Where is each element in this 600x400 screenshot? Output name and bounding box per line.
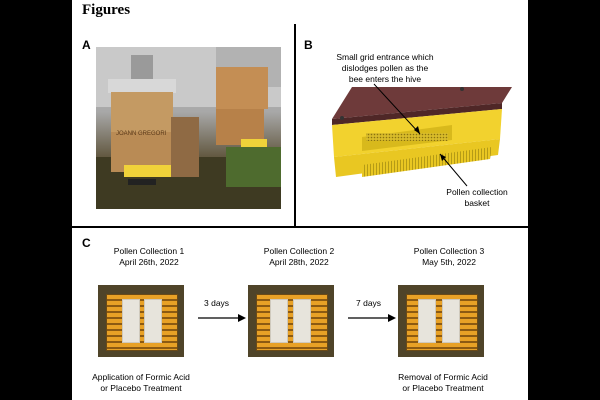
panel-c-letter: C (82, 236, 91, 250)
collection-2-heading: Pollen Collection 2 April 28th, 2022 (244, 246, 354, 268)
entrance-label-line-1: Small grid entrance which (336, 52, 434, 62)
pollen-trap-drawing (332, 87, 512, 177)
treatment-pad-2a (270, 299, 288, 343)
svg-text:JOANN GREGORI: JOANN GREGORI (116, 131, 167, 137)
treatment-application-caption: Application of Formic Acid or Placebo Tr… (76, 372, 206, 394)
treatment-removal-caption: Removal of Formic Acid or Placebo Treatm… (378, 372, 508, 394)
interval-1-label: 3 days (204, 298, 230, 308)
hive-frames-photo-3 (398, 285, 484, 357)
basket-pointer-arrow (439, 153, 468, 187)
treatment-pad-2b (293, 299, 311, 343)
treatment-pad-1a (122, 299, 140, 343)
hive-frames-2 (256, 294, 328, 351)
treatment-pad-3b (442, 299, 460, 343)
figure-title: Figures (82, 2, 131, 18)
basket-label: Pollen collection basket (432, 187, 522, 209)
collection-3-title: Pollen Collection 3 (413, 246, 485, 256)
pollen-trap-illustration (322, 85, 517, 185)
application-caption-line-2: or Placebo Treatment (100, 383, 182, 393)
panel-a-beehive-photo: JOANN GREGORI (96, 47, 281, 209)
hive-frames-photo-2 (248, 285, 334, 357)
panel-b-letter: B (304, 38, 313, 52)
basket-label-line-1: Pollen collection (446, 187, 508, 197)
beehive-photo-drawing: JOANN GREGORI (96, 47, 281, 209)
interval-2-label: 7 days (356, 298, 382, 308)
collection-1-title: Pollen Collection 1 (113, 246, 185, 256)
interval-1-arrow (198, 314, 246, 322)
interval-2-arrow (348, 314, 396, 322)
figure-page: Figures A JOANN GREGORI B Small grid ent… (72, 0, 528, 400)
basket-label-line-2: basket (464, 198, 490, 208)
collection-2-title: Pollen Collection 2 (263, 246, 335, 256)
hive-frames-1 (106, 294, 178, 351)
removal-caption-line-1: Removal of Formic Acid (398, 372, 488, 382)
entrance-label-line-2: dislodges pollen as the (341, 63, 429, 73)
collection-3-date: May 5th, 2022 (422, 257, 476, 267)
collection-1-date: April 26th, 2022 (119, 257, 179, 267)
panel-divider-horizontal (72, 226, 528, 228)
entrance-pointer-arrow (373, 83, 421, 135)
entrance-label-line-3: bee enters the hive (348, 74, 422, 84)
treatment-pad-3a (418, 299, 436, 343)
panel-divider-vertical (294, 24, 296, 227)
entrance-label: Small grid entrance which dislodges poll… (310, 52, 460, 85)
treatment-pad-1b (144, 299, 162, 343)
collection-1-heading: Pollen Collection 1 April 26th, 2022 (94, 246, 204, 268)
panel-a-letter: A (82, 38, 91, 52)
collection-2-date: April 28th, 2022 (269, 257, 329, 267)
collection-3-heading: Pollen Collection 3 May 5th, 2022 (394, 246, 504, 268)
hive-frames-photo-1 (98, 285, 184, 357)
application-caption-line-1: Application of Formic Acid (92, 372, 190, 382)
removal-caption-line-2: or Placebo Treatment (402, 383, 484, 393)
